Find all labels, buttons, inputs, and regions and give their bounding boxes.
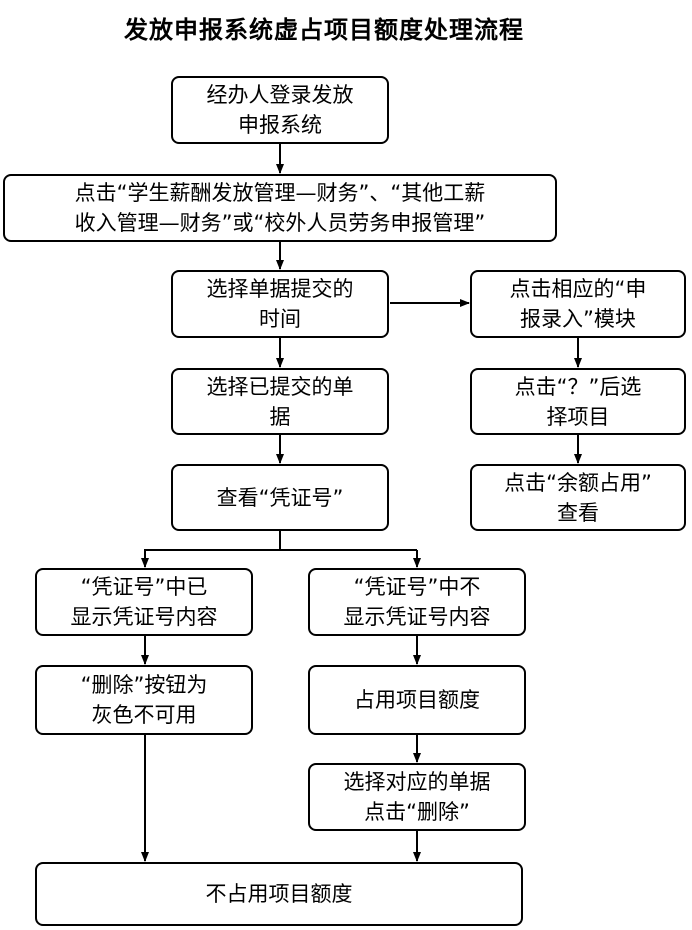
node-voucher-not-shown: “凭证号”中不 显示凭证号内容	[308, 568, 526, 636]
node-login-label: 经办人登录发放 申报系统	[206, 83, 354, 137]
node-select-delete-label: 选择对应的单据 点击“删除”	[343, 770, 491, 824]
node-view-balance-label: 点击“余额占用” 查看	[504, 470, 652, 525]
node-click-modules: 点击“学生薪酬发放管理—财务”、“其他工薪 收入管理—财务”或“校外人员劳务申报…	[3, 174, 557, 242]
node-click-question-label: 点击“？”后选 择项目	[514, 374, 642, 429]
node-click-entry-module-label: 点击相应的“申 报录入”模块	[509, 277, 647, 331]
node-click-entry-module: 点击相应的“申 报录入”模块	[470, 270, 686, 338]
node-login: 经办人登录发放 申报系统	[171, 76, 389, 144]
node-select-time-label: 选择单据提交的 时间	[206, 277, 354, 331]
node-select-submitted-label: 选择已提交的单 据	[206, 374, 354, 429]
diagram-title: 发放申报系统虚占项目额度处理流程	[124, 16, 524, 44]
node-not-occupy-label: 不占用项目额度	[205, 882, 353, 906]
node-click-question: 点击“？”后选 择项目	[470, 368, 686, 435]
node-view-voucher-label: 查看“凭证号”	[216, 485, 344, 510]
node-not-occupy: 不占用项目额度	[35, 862, 523, 926]
node-voucher-shown: “凭证号”中已 显示凭证号内容	[35, 568, 253, 636]
node-select-submitted: 选择已提交的单 据	[171, 368, 389, 435]
node-click-modules-label: 点击“学生薪酬发放管理—财务”、“其他工薪 收入管理—财务”或“校外人员劳务申报…	[74, 181, 486, 235]
node-voucher-not-shown-label: “凭证号”中不 显示凭证号内容	[343, 575, 491, 629]
node-delete-gray: “删除”按钮为 灰色不可用	[35, 665, 253, 735]
node-occupy-quota: 占用项目额度	[308, 665, 526, 735]
node-select-time: 选择单据提交的 时间	[171, 270, 389, 338]
node-voucher-shown-label: “凭证号”中已 显示凭证号内容	[70, 575, 218, 629]
node-view-balance: 点击“余额占用” 查看	[470, 464, 686, 531]
node-delete-gray-label: “删除”按钮为 灰色不可用	[80, 673, 208, 727]
node-occupy-quota-label: 占用项目额度	[354, 688, 480, 712]
branch-split-line	[141, 531, 281, 568]
node-view-voucher: 查看“凭证号”	[171, 464, 389, 531]
node-select-delete: 选择对应的单据 点击“删除”	[308, 763, 526, 831]
